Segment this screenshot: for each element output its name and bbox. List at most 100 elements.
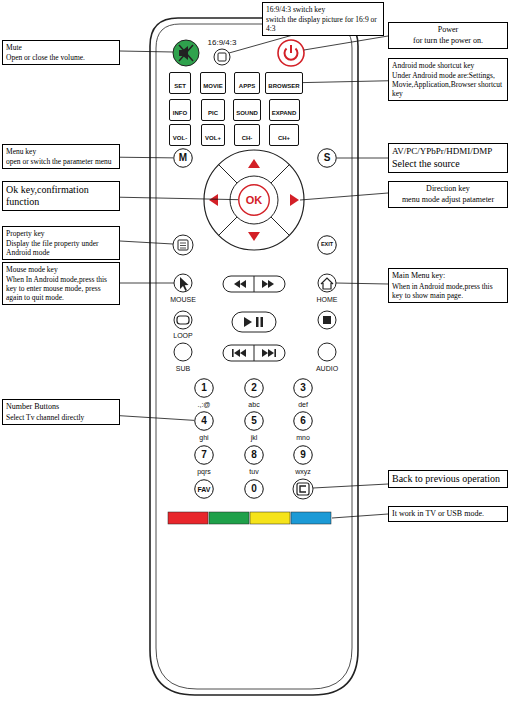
key-ring	[195, 446, 214, 465]
key-caption: LOOP	[173, 332, 192, 339]
callout-text: When in Android mode,press this key to s…	[392, 282, 504, 300]
shortcut-key: SOUND	[233, 99, 261, 121]
property-button	[173, 235, 193, 255]
key-caption: abc	[248, 401, 259, 408]
callout-text: Android mode shortcut key	[392, 61, 504, 70]
key-caption: HOME	[317, 296, 338, 303]
round-key: FAV	[194, 479, 214, 499]
key-text: SET	[174, 83, 186, 89]
round-key: 4	[194, 411, 214, 431]
key-ring	[318, 236, 337, 255]
round-key: 8	[244, 445, 264, 465]
key-caption: AUDIO	[316, 365, 338, 372]
callout-box: MuteOpen or close the volume.	[2, 40, 120, 65]
back-button	[293, 479, 313, 499]
key-text: INFO	[173, 110, 187, 116]
round-key: 1	[194, 378, 214, 398]
mouse-button	[174, 274, 192, 292]
callout-box: 16:9/4:3 switch keyswitch the display pi…	[262, 2, 384, 36]
key-text: MOVIE	[203, 83, 222, 89]
callout-box: Powerfor turn the power on.	[388, 22, 508, 49]
key-ring	[245, 412, 264, 431]
key-ring	[174, 149, 193, 168]
key-text: PIC	[208, 110, 218, 116]
callout-text: When In Android mode,press this key to e…	[6, 275, 116, 302]
callout-text: Menu key	[6, 147, 116, 156]
key-ring	[294, 379, 313, 398]
shortcut-key: INFO	[169, 99, 191, 121]
key-text: 4	[201, 416, 207, 426]
shortcut-key: VOL+	[201, 124, 225, 146]
callout-text: 16:9/4:3 switch key	[266, 5, 380, 14]
key-caption: def	[298, 401, 308, 408]
key-text: APPS	[239, 83, 255, 89]
shortcut-key: CH+	[269, 124, 299, 146]
key-ring	[245, 379, 264, 398]
callout-text: Ok key,confirmation function	[6, 184, 116, 208]
callout-box: Menu keyopen or switch the parameter men…	[2, 144, 120, 169]
callout-text: Display the file property under Android …	[6, 239, 116, 257]
shortcut-key: APPS	[234, 72, 260, 94]
shortcut-key: MOVIE	[200, 72, 226, 94]
key-caption: SUB	[176, 365, 190, 372]
round-key: 3	[293, 378, 313, 398]
key-ring	[294, 446, 313, 465]
callout-box: Property keyDisplay the file property un…	[2, 226, 120, 260]
key-text: S	[324, 153, 331, 163]
leader-line	[120, 197, 238, 199]
callout-text: Open or close the volume.	[6, 53, 116, 62]
key-text: 6	[300, 416, 306, 426]
callout-text: Mouse mode key	[6, 265, 116, 274]
callout-box: Main Menu key:When in Android mode,press…	[388, 268, 508, 303]
callout-text: Under Android mode are:Settings, Movie,A…	[392, 71, 504, 98]
key-ring	[195, 412, 214, 431]
round-key: OK	[238, 184, 270, 216]
key-caption: mno	[296, 434, 310, 441]
key-text: CH+	[278, 135, 290, 141]
key-ring	[245, 446, 264, 465]
callout-text: Number Buttons	[6, 402, 116, 412]
leader-lines	[120, 33, 388, 518]
callout-text: Select the source	[392, 158, 504, 170]
key-caption: tuv	[249, 468, 258, 475]
callout-text: Power	[392, 25, 504, 35]
callout-text: Direction key	[392, 184, 504, 194]
callout-text: Property key	[6, 229, 116, 238]
key-text: 8	[251, 450, 257, 460]
aspect-button	[214, 49, 230, 65]
key-ring	[239, 185, 270, 216]
round-key: 0	[244, 479, 264, 499]
remote-body	[150, 18, 358, 695]
shortcut-key: PIC	[201, 99, 225, 121]
rewind-forward-button	[223, 276, 285, 292]
leader-line	[337, 158, 388, 159]
callout-text: switch the display picture for 16:9 or 4…	[266, 15, 380, 33]
stop-button	[318, 311, 336, 329]
power-button	[278, 40, 304, 66]
key-text: OK	[246, 195, 263, 206]
shortcut-key: VOL-	[169, 124, 191, 146]
callout-box: Direction keymenu mode adjust patameter	[388, 181, 508, 208]
key-text: 2	[251, 383, 257, 393]
key-caption: ghi	[199, 434, 208, 441]
callout-box: It work in TV or USB mode.	[388, 506, 508, 522]
key-caption: pqrs	[197, 468, 211, 475]
home-button	[318, 274, 336, 292]
round-key: 6	[293, 411, 313, 431]
color-keys	[168, 512, 331, 524]
callout-text: Select Tv channel directly	[6, 413, 116, 422]
key-ring	[318, 149, 337, 168]
key-ring	[245, 480, 264, 499]
key-text: 1	[201, 383, 207, 393]
shortcut-key: EXPAND	[269, 99, 300, 121]
leader-line	[303, 81, 388, 83]
callout-box: Android mode shortcut keyUnder Android m…	[388, 58, 508, 101]
shortcut-key: BROWSER	[265, 72, 303, 94]
remote-inner-edge	[156, 24, 352, 689]
key-text: 9	[300, 450, 306, 460]
round-key: M	[173, 148, 193, 168]
callout-text: AV/PC/YPbPr/HDMI/DMP	[392, 146, 504, 157]
leader-line	[120, 416, 194, 421]
mute-button	[173, 40, 199, 66]
leader-line	[120, 157, 173, 159]
